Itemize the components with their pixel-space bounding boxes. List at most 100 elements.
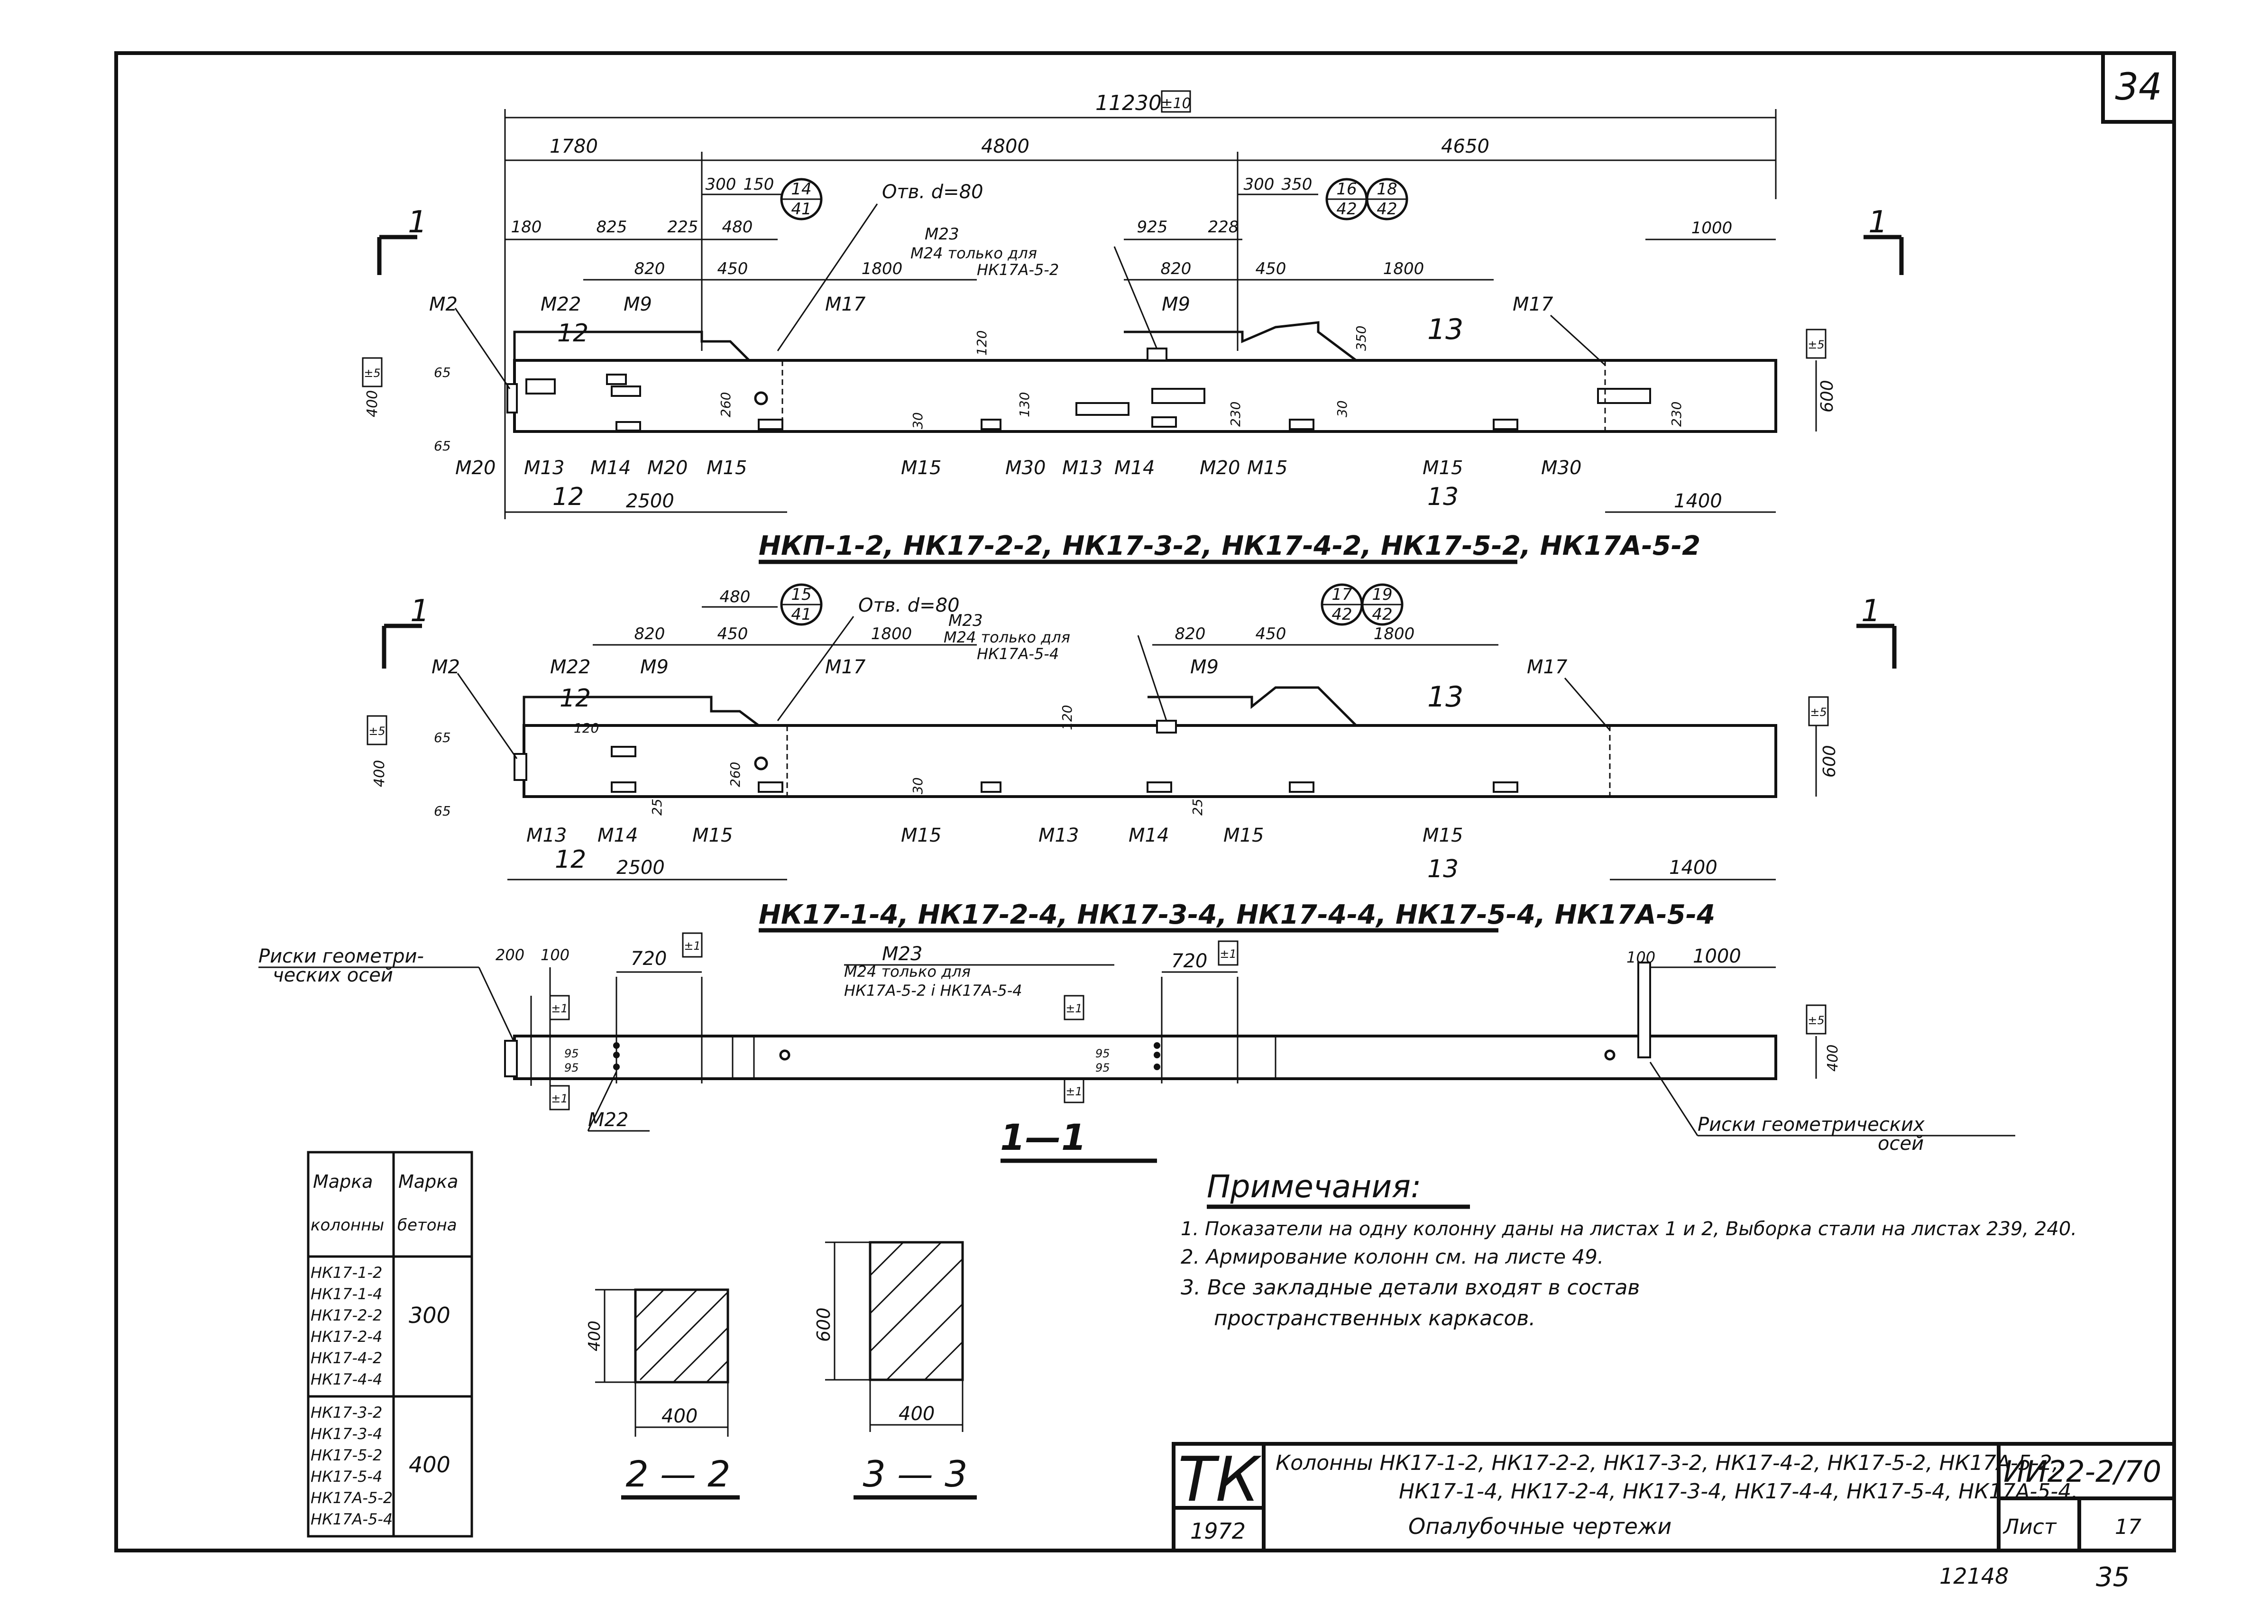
dim-65a: 65 [434,730,451,745]
section-12: 12 [557,319,588,348]
embed-plate [611,746,636,757]
table-cell: НК17-4-2 [311,1349,382,1367]
section-12-bottom: 12 [552,483,584,511]
table-cell: НК17А-5-2 [311,1489,393,1507]
dim-400: 400 [364,390,381,417]
callout-bubble: 18 42 [1366,178,1408,220]
label-m15d: М15 [1423,825,1463,846]
embed-plate [758,419,783,430]
leader-line [1137,635,1167,721]
cut-label: 1 [410,594,430,629]
plan-body [513,1035,1777,1080]
dim-130: 130 [1017,392,1032,417]
label-m20: М20 [455,457,496,479]
callout-bottom: 42 [1377,200,1397,219]
leader-line [1649,1062,1699,1136]
sheet-value: 17 [2115,1515,2141,1539]
dim-1800b: 1800 [1383,259,1424,278]
title-code: ИИ22-2/70 [2003,1454,2161,1489]
label-m9b: М9 [1190,656,1219,678]
notes-block: Примечания: 1. Показатели на одну колонн… [1181,1168,2077,1330]
embed-plate [1147,781,1172,793]
bolt-dot [1154,1042,1160,1049]
beam-1-elevation: 11230 ±10 1780 4800 4650 300 150 180 825… [362,90,1904,519]
label-m30b: М30 [1541,457,1581,479]
embed-plate [611,385,641,397]
label-m22: М22 [588,1109,628,1131]
label-m17: М17 [825,656,866,678]
tol1f: ±1 [551,1092,568,1105]
callout-bubble: 19 42 [1361,583,1404,626]
embed-plate [1493,419,1518,430]
leader-line [1113,246,1163,361]
logo-tk: ТК [1178,1443,1262,1515]
dim-820: 820 [634,259,665,278]
table-cell: НК17-2-2 [311,1306,382,1324]
dim-230b: 230 [1669,402,1684,427]
callout-bottom: 41 [791,605,811,624]
embed-plate [1597,388,1651,404]
dim-925: 925 [1137,218,1168,237]
table-cell: НК17-4-4 [311,1370,382,1388]
m23-note-line1: М23 [925,225,959,244]
section-2-2: 400 400 2 — 2 [585,1288,740,1500]
tol5: ±5 [1808,1014,1824,1027]
dim-total-tol: ±10 [1161,95,1191,112]
label-m9: М9 [624,294,652,315]
hole-circle [1604,1049,1616,1061]
label-m15b: М15 [901,825,941,846]
bolt-dot [613,1052,620,1058]
beam-2-elevation: 15 41 17 42 19 42 Отв. d=80 М23 М24 толь… [367,583,1897,883]
dim-30a: 30 [910,412,926,429]
embed-plate [1493,781,1518,793]
m23-note-line2: М24 только для [910,244,1037,262]
tolerance-box [1806,1004,1827,1035]
callout-bottom: 42 [1372,605,1392,624]
label-m20b: М20 [647,457,688,479]
embed-plate [981,781,1001,793]
label-m13b: М13 [1038,825,1079,846]
dim-95c: 95 [1095,1047,1110,1060]
beam-1-head [513,330,750,361]
embed-plate [1156,720,1177,734]
bolt-dot [1154,1064,1160,1070]
label-m30: М30 [1005,457,1046,479]
sheet-label: Лист [2002,1515,2057,1539]
dim-100: 100 [541,946,569,964]
dim-1780: 1780 [550,136,598,157]
header-col2-line2: бетона [397,1216,457,1235]
callout-top: 18 [1377,180,1397,199]
hole-circle [779,1049,790,1061]
label-m9b: М9 [1162,294,1190,315]
plan-section-1-1: Риски геометри- ческих осей 200 100 720 … [258,932,2015,1163]
section-13-bottom: 13 [1427,855,1459,883]
section-3-3-width: 400 [899,1403,935,1425]
hole-circle [754,756,768,771]
tolerance-box [1808,696,1829,726]
table-cell: НК17-3-2 [311,1404,382,1422]
dim-300: 300 [706,175,736,194]
section-3-3-outline [869,1241,964,1381]
dim-1000: 1000 [1691,219,1733,238]
dim-480: 480 [722,218,753,237]
beam-2-corbel [1148,686,1357,726]
section-3-3-height: 600 [813,1307,834,1342]
dim-400: 400 [1825,1045,1841,1072]
tol-right: ±5 [1810,706,1827,719]
note-3: 3. Все закладные детали входят в состав [1181,1275,1640,1300]
leader-line [1550,314,1606,366]
beam-2-head [523,696,760,726]
section-2-2-outline [634,1288,729,1384]
beam-1-corbel [1124,321,1357,361]
dim-100b: 100 [1626,948,1655,966]
embed-plate [1289,781,1314,793]
callout-top: 15 [791,585,811,604]
dim-300b: 300 [1244,175,1275,194]
m23-note-line3: НК17А-5-2 [977,261,1059,279]
dim-65b: 65 [434,438,451,454]
tol-right: ±5 [1808,338,1824,351]
label-m14: М14 [590,457,631,479]
leader-line [777,203,878,351]
tol1b: ±1 [1220,947,1236,961]
header-col2-line1: Марка [398,1171,458,1192]
